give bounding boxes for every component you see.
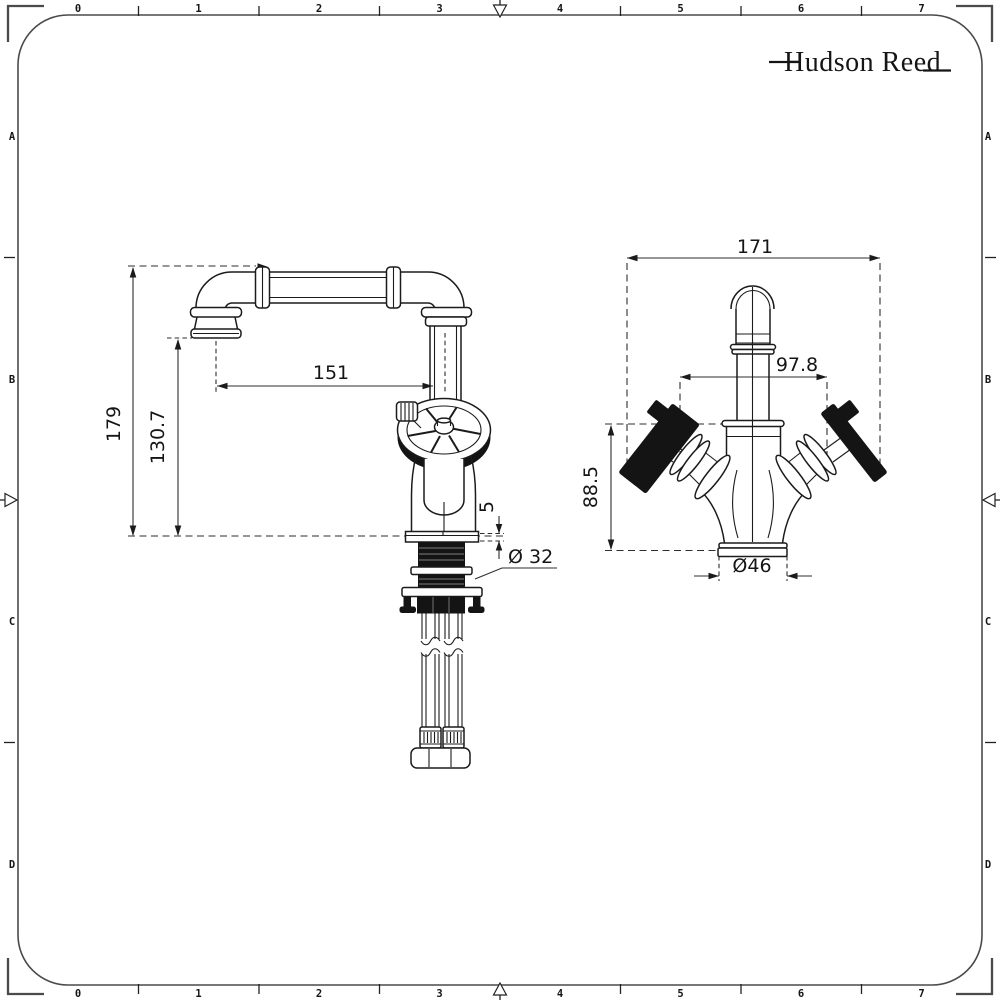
logo-text: Hudson Reed [784, 47, 941, 78]
mounting-nut [417, 596, 465, 614]
brand-logo: Hudson Reed [769, 47, 951, 78]
dim-spout-height: 130.7 [147, 337, 192, 536]
ruler-bottom: 0 1 2 3 4 5 6 7 [75, 981, 925, 1000]
corner-bracket-bottom-right [956, 958, 994, 996]
dim-overall-height: 179 [103, 267, 137, 536]
ruler-label: C [9, 616, 15, 628]
front-view-faucet [619, 285, 887, 558]
ruler-left: A B C D [0, 131, 19, 871]
center-marker-right [981, 492, 1000, 508]
ruler-label: A [985, 131, 992, 143]
left-handle-bar [619, 404, 699, 493]
ruler-label: 0 [75, 988, 81, 1000]
ruler-top: 0 1 2 3 4 5 6 7 [75, 0, 925, 19]
side-view-faucet [189, 266, 492, 769]
backing-plate [401, 586, 483, 598]
ruler-label: 6 [798, 3, 804, 15]
sheet-frame [6, 4, 994, 996]
riser-pipe [420, 306, 473, 408]
fixing-bolt-right [473, 596, 481, 609]
dim-label-handle-span: 97.8 [776, 354, 818, 376]
ruler-label: B [9, 374, 15, 386]
dim-label-spout-reach: 151 [313, 362, 349, 384]
ruler-label: 6 [798, 988, 804, 1000]
ruler-label: 1 [195, 988, 201, 1000]
ruler-label: 2 [316, 988, 322, 1000]
ruler-label: 7 [918, 3, 924, 15]
dim-handle-span: 97.8 [679, 354, 828, 471]
fixing-bolt-left [403, 596, 411, 609]
dim-label-overall-height: 179 [103, 406, 125, 442]
ruler-label: 4 [557, 3, 563, 15]
dim-deck-thickness: 5 [476, 501, 504, 559]
corner-bracket-top-right [956, 4, 994, 42]
front-view-dimensions: 171 97.8 88.5 Ø46 [580, 236, 881, 581]
spout-outlet [189, 306, 243, 339]
threaded-stem-lower [418, 574, 465, 588]
hose-hex-nut [410, 747, 471, 769]
ruler-top-ticks [137, 6, 863, 16]
ruler-label: A [9, 131, 16, 143]
ruler-label: 5 [677, 3, 683, 15]
ruler-right: A B C D [981, 131, 1000, 871]
ruler-label: D [985, 859, 991, 871]
left-valve-handle [619, 400, 731, 500]
hose-break-symbol [420, 636, 464, 657]
dim-base-diameter: Ø46 [694, 555, 812, 581]
base-plate [404, 530, 480, 543]
corner-bracket-top-left [6, 4, 44, 42]
dim-spout-reach: 151 [215, 333, 446, 392]
ruler-label: C [985, 616, 991, 628]
valve-body [410, 455, 477, 532]
ruler-label: 4 [557, 988, 563, 1000]
ruler-label: 3 [436, 3, 442, 15]
ruler-label: D [9, 859, 15, 871]
spout-pipe [195, 266, 465, 311]
dim-label-handle-height: 88.5 [580, 466, 602, 508]
dim-label-base-diameter: Ø46 [732, 555, 771, 577]
ruler-label: 0 [75, 3, 81, 15]
dim-label-overall-width: 171 [737, 236, 773, 258]
right-handle-bar [821, 404, 887, 482]
dim-label-deck-thickness: 5 [476, 501, 498, 513]
dim-overall-width: 171 [626, 236, 881, 479]
dim-thread-diameter: Ø 32 [474, 546, 557, 580]
hose-walls [421, 613, 463, 727]
right-valve-handle [775, 400, 887, 500]
center-marker-bottom [492, 981, 508, 1000]
center-marker-top [492, 0, 508, 19]
dim-label-spout-height: 130.7 [147, 410, 169, 464]
threaded-stem [418, 542, 465, 567]
corner-bracket-bottom-left [6, 958, 44, 996]
front-base [717, 542, 788, 558]
mounting-assembly [399, 530, 485, 614]
sheet-border [17, 14, 983, 986]
hose-couplings [410, 726, 471, 769]
washer [410, 566, 473, 576]
handwheel-knob [395, 401, 422, 429]
supply-hoses [410, 613, 471, 769]
ruler-label: 3 [436, 988, 442, 1000]
dim-handle-height: 88.5 [580, 423, 722, 552]
ruler-label: 5 [677, 988, 683, 1000]
dim-label-thread-diameter: Ø 32 [508, 546, 553, 568]
ruler-label: B [985, 374, 991, 386]
ruler-label: 7 [918, 988, 924, 1000]
ruler-bottom-ticks [137, 984, 863, 994]
center-marker-left [0, 492, 19, 508]
ruler-label: 2 [316, 3, 322, 15]
ruler-label: 1 [195, 3, 201, 15]
